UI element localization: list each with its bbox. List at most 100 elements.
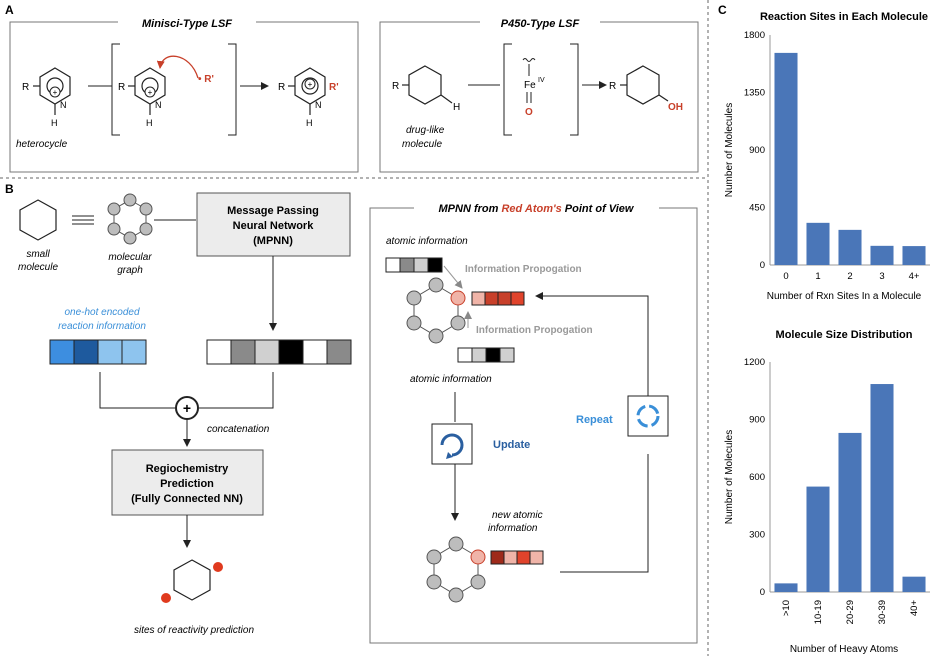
minisci-title: Minisci-Type LSF — [142, 18, 232, 30]
y-tick-label: 300 — [749, 530, 765, 541]
bar — [870, 245, 894, 265]
bar — [902, 576, 926, 592]
red-atom-vector-top — [471, 291, 525, 306]
repeat-cycle-icon — [636, 404, 660, 428]
x-tick-label: >10 — [781, 600, 792, 616]
svg-text:IV: IV — [538, 77, 545, 84]
svg-text:R': R' — [329, 82, 339, 93]
svg-text:Information Propogation: Information Propogation — [465, 264, 582, 275]
y-tick-label: 0 — [760, 260, 765, 271]
chart-title: Reaction Sites in Each Molecule — [760, 11, 928, 23]
svg-text:R: R — [118, 82, 125, 93]
predicted-molecule-hexagon — [173, 559, 211, 601]
repeat-label: Repeat — [576, 414, 613, 426]
onehot-caption-1: one-hot encoded — [64, 307, 140, 318]
bar — [870, 384, 894, 592]
y-axis-label: Number of Molecules — [724, 103, 735, 197]
svg-text:molecule: molecule — [18, 262, 58, 273]
svg-text:Prediction: Prediction — [160, 478, 214, 490]
onehot-vector — [49, 339, 147, 365]
mpnn-output-vector — [206, 339, 352, 365]
update-cycle-icon — [440, 433, 464, 457]
x-tick-label: 3 — [879, 271, 884, 282]
repeat-icon-box — [627, 395, 669, 437]
svg-text:H: H — [453, 102, 460, 113]
svg-text:atomic information: atomic information — [410, 374, 492, 385]
svg-text:N: N — [155, 100, 162, 110]
cyclohexane-reactant — [402, 65, 453, 105]
svg-text:O: O — [525, 107, 533, 118]
minisci-reactant-r: R — [22, 82, 29, 93]
svg-text:+: + — [308, 80, 313, 89]
svg-text:OH: OH — [668, 102, 683, 113]
svg-text:small: small — [26, 249, 50, 260]
reactive-site-dot — [213, 562, 223, 572]
y-axis-label: Number of Molecules — [724, 430, 735, 524]
svg-text:molecular: molecular — [108, 252, 152, 263]
x-tick-label: 40+ — [909, 600, 920, 617]
x-tick-label: 1 — [815, 271, 820, 282]
y-tick-label: 900 — [749, 145, 765, 156]
cyclohexanol-product — [620, 65, 669, 105]
svg-text:R: R — [392, 81, 399, 92]
bar — [902, 246, 926, 265]
update-icon-box — [431, 423, 473, 465]
x-tick-label: 20-29 — [845, 600, 856, 624]
chart-title: Molecule Size Distribution — [776, 329, 913, 341]
svg-text:information: information — [488, 523, 538, 534]
svg-text:(Fully Connected NN): (Fully Connected NN) — [131, 493, 243, 505]
x-tick-label: 10-19 — [813, 600, 824, 624]
svg-text:atomic information: atomic information — [386, 236, 468, 247]
sites-caption: sites of reactivity prediction — [134, 625, 254, 636]
graph-top — [406, 277, 466, 344]
svg-text:Regiochemistry: Regiochemistry — [146, 463, 229, 475]
graph-bottom — [426, 536, 486, 603]
pyridinium-product — [288, 67, 326, 115]
svg-text:graph: graph — [117, 265, 143, 276]
reactive-site-dot — [161, 593, 171, 603]
heterocycle-caption: heterocycle — [16, 139, 68, 150]
y-tick-label: 450 — [749, 203, 765, 214]
svg-text:+: + — [148, 88, 153, 97]
svg-text:Neural Network: Neural Network — [233, 220, 315, 232]
equivalence-sign — [72, 215, 94, 225]
pov-title: MPNN from Red Atom's Point of View — [439, 203, 635, 215]
molecular-graph — [107, 193, 153, 245]
svg-text:(MPNN): (MPNN) — [253, 235, 293, 247]
small-molecule-hexagon — [19, 199, 57, 241]
y-tick-label: 600 — [749, 472, 765, 483]
panel-c-label: C — [718, 3, 727, 17]
svg-text:+: + — [53, 88, 58, 97]
svg-text:H: H — [51, 118, 58, 128]
y-tick-label: 1200 — [744, 357, 765, 368]
panel-a-label: A — [5, 3, 14, 17]
svg-text:N: N — [60, 100, 67, 110]
x-tick-label: 4+ — [909, 271, 920, 282]
bar — [774, 583, 798, 592]
y-tick-label: 0 — [760, 587, 765, 598]
panel-b-label: B — [5, 182, 14, 196]
y-tick-label: 1800 — [744, 30, 765, 41]
new-atom-vector — [490, 550, 544, 565]
curved-arrow — [156, 55, 199, 79]
y-tick-label: 900 — [749, 415, 765, 426]
svg-text:+: + — [183, 400, 191, 416]
neighbor-info-vector-bottom — [457, 347, 515, 363]
onehot-caption-2: reaction information — [58, 321, 146, 332]
bar — [806, 486, 830, 592]
neighbor-info-vector-top — [385, 257, 443, 273]
drug-like-caption-1: drug-like — [406, 125, 445, 136]
chart-reaction-sites: Reaction Sites in Each Molecule 0 450 900 1 3… — [724, 11, 930, 302]
concatenation-label: concatenation — [207, 424, 270, 435]
update-label: Update — [493, 439, 530, 451]
x-axis-label: Number of Rxn Sites In a Molecule — [767, 291, 922, 302]
bar — [838, 432, 862, 592]
svg-text:N: N — [315, 100, 322, 110]
svg-text:R: R — [278, 82, 285, 93]
chart-molecule-size: Molecule Size Distribution 0 300 600 900 1200… — [724, 329, 930, 655]
svg-text:H: H — [306, 118, 313, 128]
x-tick-label: 2 — [847, 271, 852, 282]
svg-text:Message Passing: Message Passing — [227, 205, 319, 217]
x-axis-label: Number of Heavy Atoms — [790, 644, 898, 655]
